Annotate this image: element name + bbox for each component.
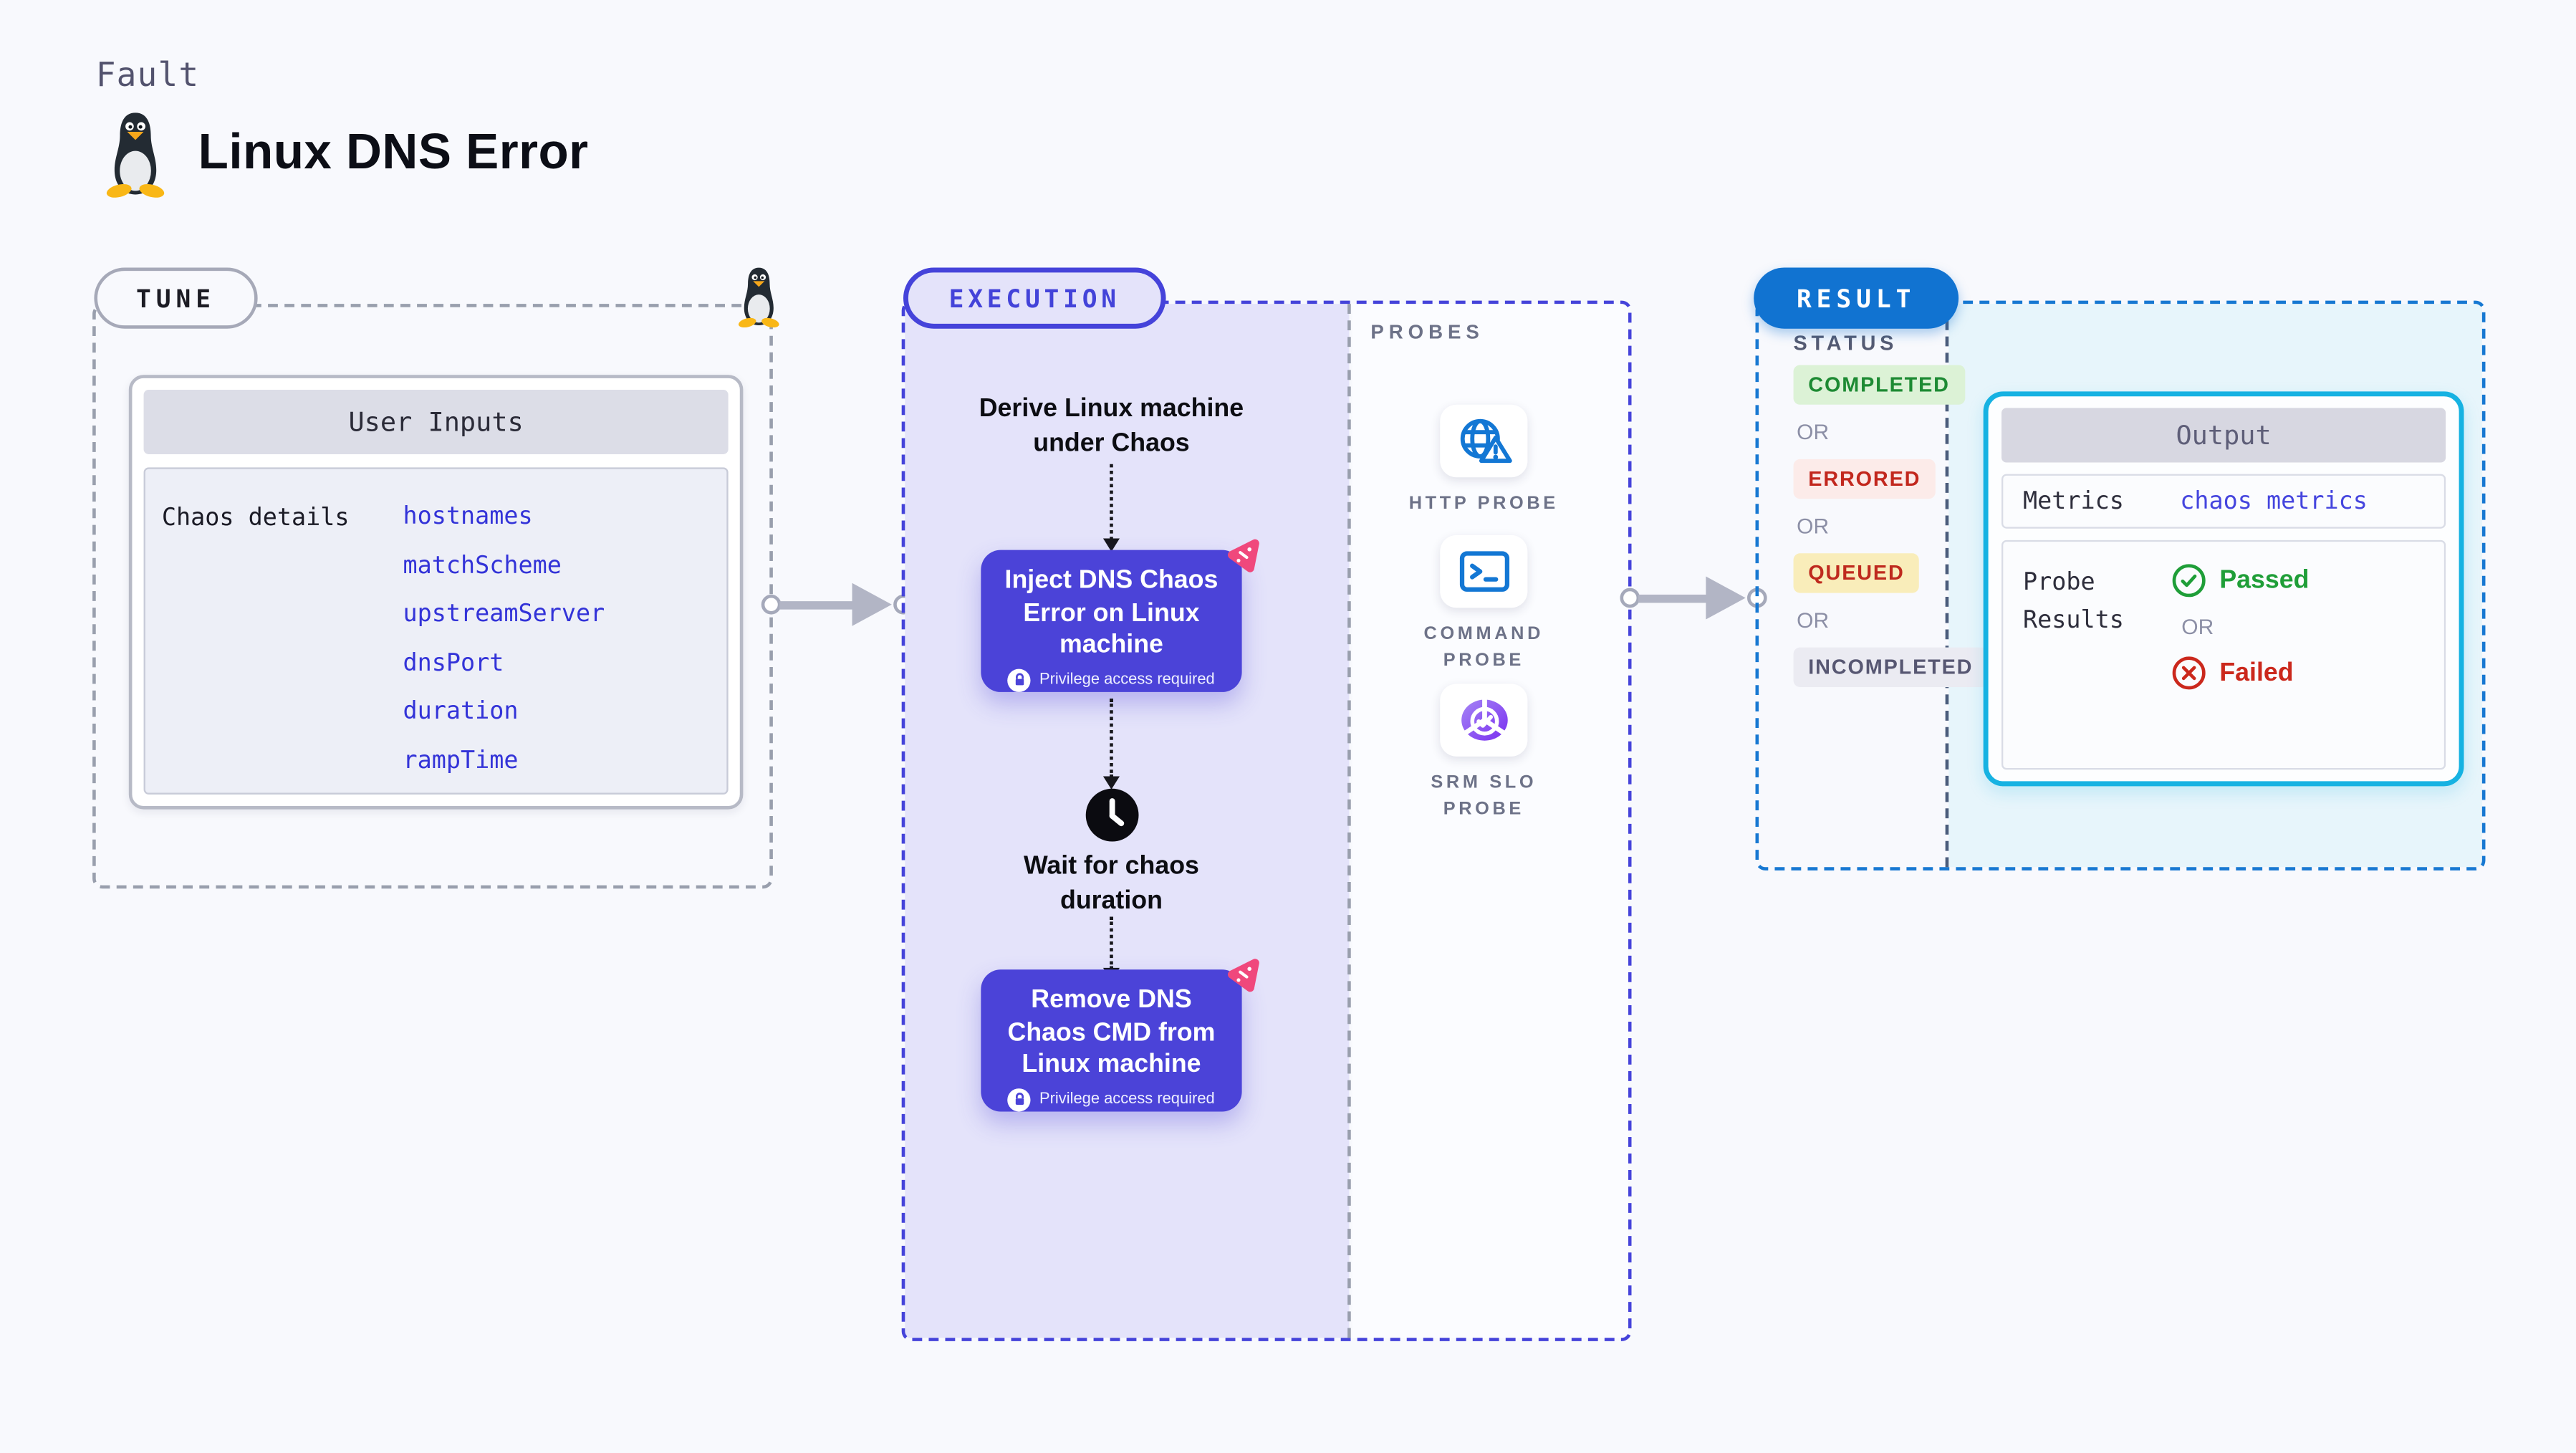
derive-step-label: Derive Linux machine under Chaos: [979, 394, 1244, 458]
input-upstreamserver: upstreamServer: [403, 601, 605, 628]
result-section: [1755, 300, 2486, 871]
probes-section-label: PROBES: [1370, 320, 1484, 344]
user-inputs-title: User Inputs: [143, 390, 729, 454]
wait-step-label: Wait for chaos duration: [1024, 852, 1199, 916]
chaos-pink-icon: [1227, 959, 1259, 992]
arrow-head: [1706, 576, 1746, 620]
status-badge-queued: QUEUED: [1793, 553, 1920, 593]
flow-connector: [1102, 464, 1119, 552]
result-divider: [1945, 304, 1949, 868]
arrow-head: [852, 582, 892, 626]
connector-dot: [1620, 587, 1640, 608]
terminal-icon: [1458, 551, 1509, 592]
inject-dns-chaos-node[interactable]: Inject DNS Chaos Error on Linux machine …: [981, 539, 1259, 692]
execution-section: [901, 300, 1632, 1341]
privilege-badge-label: Privilege access required: [1039, 1090, 1215, 1108]
tune-badge: TUNE: [94, 267, 258, 329]
command-probe[interactable]: COMMAND PROBE: [1397, 534, 1570, 674]
status-label: STATUS: [1793, 332, 1898, 355]
tux-penguin-corner-icon: [738, 267, 779, 328]
arrow-shaft: [779, 600, 859, 609]
privilege-badge: Privilege access required: [994, 1088, 1229, 1111]
tux-penguin-icon: [106, 112, 165, 198]
or-label: OR: [1797, 608, 1830, 633]
output-title: Output: [2001, 408, 2446, 463]
inject-node-title: Inject DNS Chaos Error on Linux machine: [1004, 566, 1219, 659]
input-hostnames: hostnames: [403, 504, 533, 531]
lock-icon: [1008, 1088, 1032, 1111]
http-probe-label: HTTP PROBE: [1408, 494, 1559, 514]
flow-connector: [1102, 699, 1119, 790]
passed-result: Passed: [2171, 563, 2309, 598]
globe-alert-icon: [1459, 418, 1512, 464]
or-label: OR: [1797, 513, 1830, 539]
passed-label: Passed: [2219, 565, 2310, 594]
srm-slo-probe-card[interactable]: [1440, 684, 1528, 757]
or-label: OR: [1797, 419, 1830, 445]
slo-donut-check-icon: [1461, 698, 1507, 741]
chaos-details-panel: [143, 467, 729, 795]
command-probe-card[interactable]: [1440, 534, 1528, 608]
status-badge-completed: COMPLETED: [1793, 365, 1965, 405]
fault-type-label: Fault: [95, 54, 200, 95]
page-title: Linux DNS Error: [198, 125, 589, 181]
failed-result: Failed: [2171, 656, 2309, 690]
status-list: COMPLETED OR ERRORED OR QUEUED OR INCOMP…: [1793, 365, 1989, 700]
probe-results-row: Probe Results Passed OR Failed: [2001, 540, 2446, 770]
command-probe-label: COMMAND PROBE: [1423, 624, 1544, 671]
metrics-row: Metrics chaos metrics: [2001, 474, 2446, 529]
metrics-label: Metrics: [2022, 488, 2124, 515]
flow-connector: [1102, 916, 1119, 982]
execution-badge: EXECUTION: [903, 267, 1166, 329]
connector-dot: [761, 593, 782, 614]
chaos-details-label: Chaos details: [161, 505, 350, 532]
http-probe[interactable]: HTTP PROBE: [1397, 404, 1570, 517]
chaos-inputs-list: hostnames matchScheme upstreamServer dns…: [403, 494, 605, 786]
input-matchscheme: matchScheme: [403, 552, 562, 580]
srm-slo-probe-label: SRM SLO PROBE: [1431, 772, 1537, 820]
execution-to-result-arrow: [1620, 576, 1767, 620]
or-label: OR: [2181, 614, 2214, 640]
probe-results-label: Probe Results: [2022, 570, 2124, 635]
input-duration: duration: [403, 699, 519, 726]
x-circle-icon: [2172, 656, 2206, 690]
check-circle-icon: [2172, 564, 2206, 598]
lock-icon: [1008, 668, 1032, 691]
input-ramptime: rampTime: [403, 747, 519, 775]
input-dnsport: dnsPort: [403, 650, 504, 677]
privilege-badge-label: Privilege access required: [1039, 670, 1215, 689]
failed-label: Failed: [2219, 658, 2294, 686]
clock-icon: [1085, 788, 1138, 842]
privilege-badge: Privilege access required: [994, 668, 1229, 691]
chaos-pink-icon: [1227, 539, 1259, 572]
metrics-value: chaos metrics: [2180, 488, 2368, 515]
status-badge-errored: ERRORED: [1793, 459, 1936, 499]
tune-to-execution-arrow: [761, 582, 913, 626]
probe-results-values: Passed OR Failed: [2171, 563, 2309, 691]
http-probe-card[interactable]: [1440, 404, 1528, 478]
execution-probes-divider: [1347, 304, 1351, 1338]
remove-node-title: Remove DNS Chaos CMD from Linux machine: [1007, 986, 1216, 1079]
remove-dns-chaos-node[interactable]: Remove DNS Chaos CMD from Linux machine …: [981, 959, 1259, 1112]
status-badge-incompleted: INCOMPLETED: [1793, 647, 1989, 688]
srm-slo-probe[interactable]: SRM SLO PROBE: [1397, 684, 1570, 823]
arrow-shaft: [1638, 593, 1713, 603]
result-badge: RESULT: [1754, 267, 1959, 329]
